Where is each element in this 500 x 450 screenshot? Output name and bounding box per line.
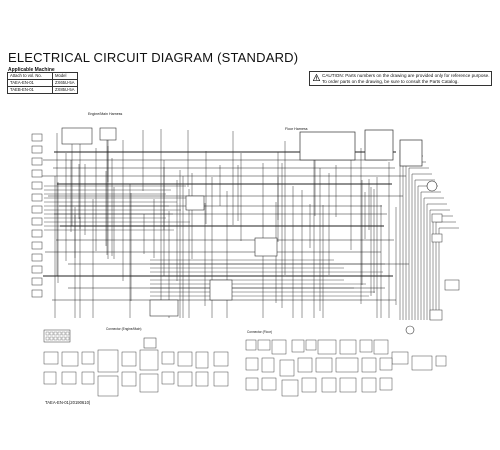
caution-line-2: To order parts on the drawing, be sure t…	[322, 78, 459, 84]
document-code: TAEA-EN-01(20190610)	[45, 400, 91, 405]
table-cell: TAEA-EN-01	[7, 79, 53, 87]
component-blocks	[31, 127, 460, 335]
table-cell: TAEB-EN-01	[7, 86, 53, 94]
table-row: TAEB-EN-01 ZX85U-5A	[7, 86, 78, 94]
engine-main-harness-label: Engine/Main Harness	[88, 112, 123, 116]
table-cell: ZX85U-5A	[52, 86, 78, 94]
connector-legend	[43, 329, 447, 397]
table-row: TAEA-EN-01 ZX65U-5A	[7, 79, 78, 87]
table-header-cell: Model	[52, 72, 78, 80]
floor-harness-label: Floor Harness	[285, 127, 308, 131]
table-header-cell: Attach to vol. No.	[7, 72, 53, 80]
connector-engine-main-label: Connector (Engine/Main)	[106, 327, 142, 331]
table-cell: ZX65U-5A	[52, 79, 78, 87]
diagram-title: ELECTRICAL CIRCUIT DIAGRAM (STANDARD)	[8, 50, 299, 65]
table-header-row: Attach to vol. No. Model	[7, 72, 78, 80]
applicable-machine-table: Attach to vol. No. Model TAEA-EN-01 ZX65…	[7, 72, 78, 94]
applicable-machine-label: Applicable Machine	[8, 67, 55, 73]
caution-line-1: CAUTION: Parts numbers on the drawing ar…	[322, 73, 490, 78]
warning-triangle-icon	[313, 74, 320, 81]
caution-box: CAUTION: Parts numbers on the drawing ar…	[309, 71, 492, 86]
connector-floor-label: Connector (Floor)	[247, 330, 272, 334]
wire-network	[42, 128, 459, 320]
